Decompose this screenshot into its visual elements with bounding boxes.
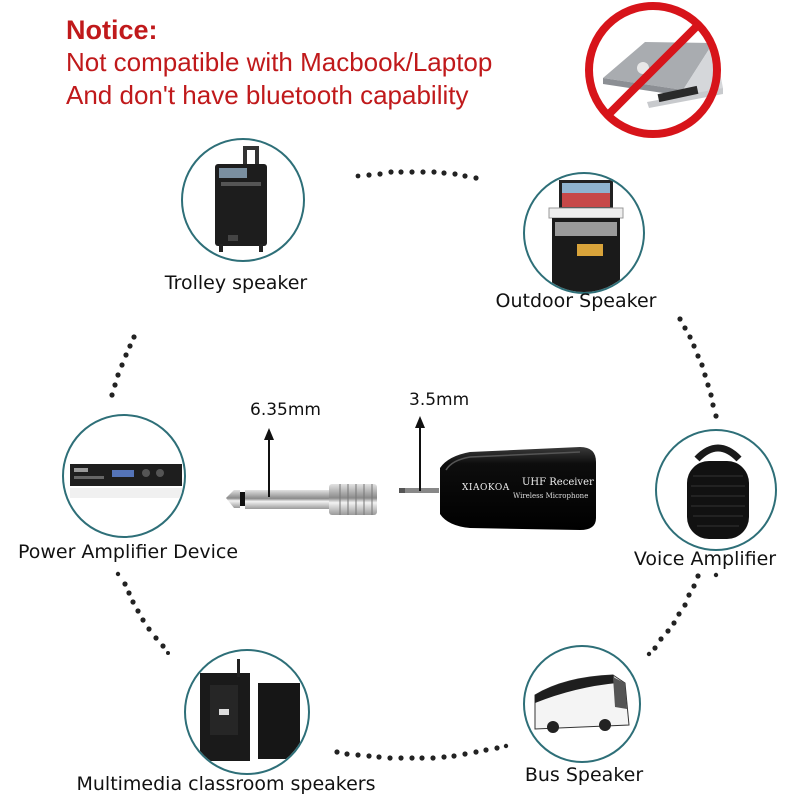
voice-amplifier-icon (687, 444, 749, 539)
outdoor-speaker-icon (548, 180, 624, 292)
device-power-amplifier (62, 414, 186, 538)
notice-line-2: And don't have bluetooth capability (66, 80, 469, 110)
adapter-size-label: 6.35mm (250, 400, 321, 420)
multimedia-speakers-icon (200, 659, 300, 761)
receiver-subtitle: Wireless Microphone (513, 492, 589, 500)
device-bus-speaker (523, 645, 641, 763)
notice-title: Notice: (66, 15, 158, 45)
trolley-speaker-label: Trolley speaker (164, 272, 308, 294)
notice-line-1: Not compatible with Macbook/Laptop (66, 47, 493, 77)
adapter-6-35mm-icon (226, 484, 377, 515)
device-voice-amplifier (655, 429, 777, 551)
power-amplifier-icon (70, 464, 182, 498)
trolley-speaker-icon (215, 146, 267, 252)
receiver-brand: XIAOKOA (462, 483, 510, 493)
outdoor-speaker-label: Outdoor Speaker (495, 290, 657, 312)
receiver-model: UHF Receiver (522, 477, 594, 488)
bus-speaker-label: Bus Speaker (524, 764, 644, 786)
power-amplifier-label: Power Amplifier Device (17, 541, 239, 563)
device-trolley-speaker (181, 138, 305, 262)
device-multimedia-speakers (184, 649, 310, 775)
multimedia-speakers-label: Multimedia classroom speakers (76, 773, 376, 795)
plug-size-label: 3.5mm (409, 390, 470, 410)
notice-block: Notice: Not compatible with Macbook/Lapt… (66, 14, 492, 112)
device-outdoor-speaker (523, 172, 645, 294)
voice-amplifier-label: Voice Amplifier (633, 548, 777, 570)
bus-speaker-icon (534, 674, 630, 733)
